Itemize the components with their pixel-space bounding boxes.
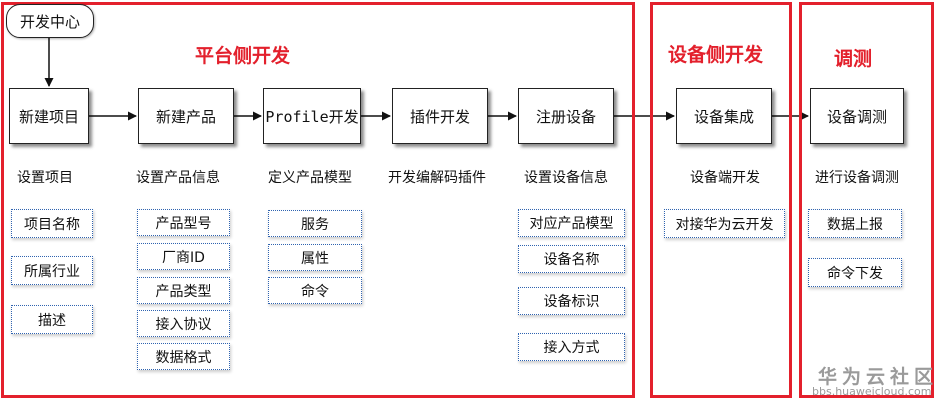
item-access-protocol: 接入协议	[137, 310, 230, 337]
item-access-method: 接入方式	[518, 333, 625, 361]
step-box-device-integration: 设备集成	[676, 88, 772, 144]
region-platform-title: 平台侧开发	[195, 45, 291, 67]
region-platform	[1, 2, 635, 398]
step-subtitle-device-integration: 设备端开发	[690, 170, 760, 186]
item-product-model: 产品型号	[137, 209, 230, 236]
step-subtitle-plugin-dev: 开发编解码插件	[388, 170, 486, 186]
region-device	[650, 2, 792, 398]
item-data-format: 数据格式	[137, 343, 230, 370]
item-device-name: 设备名称	[518, 245, 625, 273]
item-command: 命令	[268, 277, 362, 304]
item-vendor-id: 厂商ID	[137, 243, 230, 270]
step-box-new-project: 新建项目	[9, 88, 89, 144]
region-debug-title: 调测	[834, 48, 873, 70]
item-product-type: 产品类型	[137, 277, 230, 304]
region-debug	[799, 2, 934, 398]
step-subtitle-new-project: 设置项目	[17, 170, 73, 186]
item-command-dispatch: 命令下发	[808, 258, 902, 287]
step-subtitle-profile-dev: 定义产品模型	[268, 170, 352, 186]
item-device-identifier: 设备标识	[518, 287, 625, 315]
watermark-name: 华为云社区	[818, 366, 937, 388]
item-corresponding-model: 对应产品模型	[518, 209, 625, 237]
item-data-report: 数据上报	[808, 209, 902, 238]
step-box-new-product: 新建产品	[138, 88, 234, 144]
step-subtitle-new-product: 设置产品信息	[136, 170, 220, 186]
step-box-profile-dev: Profile开发	[263, 88, 361, 144]
region-device-title: 设备侧开发	[668, 44, 764, 66]
start-node: 开发中心	[6, 4, 94, 38]
step-subtitle-device-debug: 进行设备调测	[815, 170, 899, 186]
step-box-register-device: 注册设备	[518, 88, 614, 144]
watermark-url: bbs.huaweicloud.com	[812, 385, 932, 398]
item-service: 服务	[268, 210, 362, 237]
item-huawei-cloud-dev: 对接华为云开发	[664, 209, 785, 238]
item-industry: 所属行业	[11, 256, 93, 285]
item-description: 描述	[11, 305, 93, 334]
step-box-plugin-dev: 插件开发	[392, 88, 488, 144]
item-property: 属性	[268, 244, 362, 271]
step-box-device-debug: 设备调测	[810, 88, 904, 144]
item-project-name: 项目名称	[11, 209, 93, 238]
step-subtitle-register-device: 设置设备信息	[524, 170, 608, 186]
